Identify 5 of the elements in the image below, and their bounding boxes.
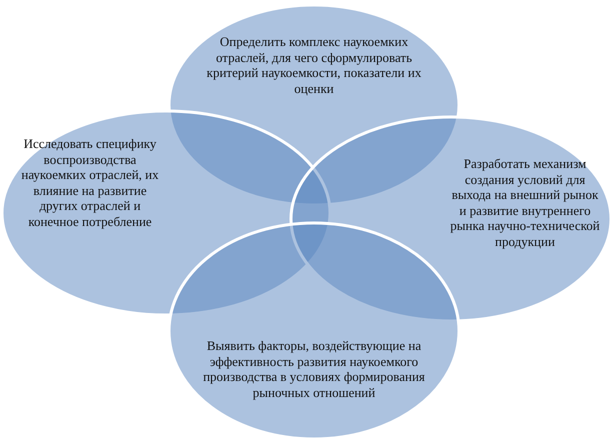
ellipse-text: Определить комплекс наукоемких отраслей, для чего сформулировать критерий наукоемкости, показатели их оценки	[206, 34, 422, 96]
ellipse-text: Исследовать специфику воспроизводства наукоемких отраслей, их влияние на развитие других отраслей и конечное потребление	[20, 136, 160, 229]
ellipse-text: Выявить факторы, воздействующие на эффективность развития наукоемкого производства в условиях формирования рыночных отношений	[202, 338, 426, 400]
ellipse	[290, 116, 612, 322]
ellipse-text: Разработать механизм создания условий для выхода на внешний рынок и развитие внутреннего рынка научно-технической продукции	[450, 156, 600, 249]
